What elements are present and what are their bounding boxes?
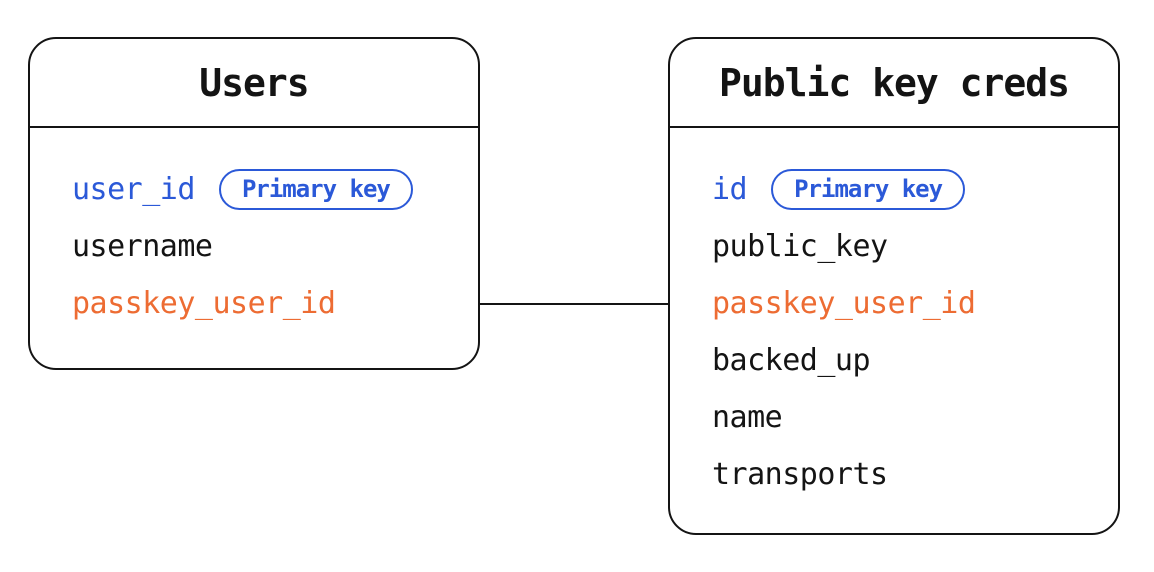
table-title-users: Users [30, 39, 478, 128]
field-row: transports [712, 446, 1108, 503]
field-name: public_key [712, 229, 888, 264]
primary-key-badge: Primary key [771, 169, 966, 210]
field-row: passkey_user_id [712, 275, 1108, 332]
field-row: name [712, 389, 1108, 446]
field-row: public_key [712, 218, 1108, 275]
field-name: passkey_user_id [712, 286, 976, 321]
field-row: passkey_user_id [72, 275, 468, 332]
field-name: name [712, 400, 783, 435]
field-name: passkey_user_id [72, 286, 336, 321]
field-name: transports [712, 457, 888, 492]
field-row: id Primary key [712, 161, 1108, 218]
field-row: username [72, 218, 468, 275]
field-name: id [712, 172, 748, 207]
field-name: username [72, 229, 213, 264]
field-row: user_id Primary key [72, 161, 468, 218]
field-name: backed_up [712, 343, 871, 378]
field-name: user_id [72, 172, 195, 207]
table-node-public-key-creds: Public key creds id Primary key public_key… [668, 37, 1120, 535]
field-row: backed_up [712, 332, 1108, 389]
table-title-public-key-creds: Public key creds [670, 39, 1118, 128]
primary-key-badge: Primary key [218, 169, 413, 210]
relationship-line [480, 303, 668, 305]
